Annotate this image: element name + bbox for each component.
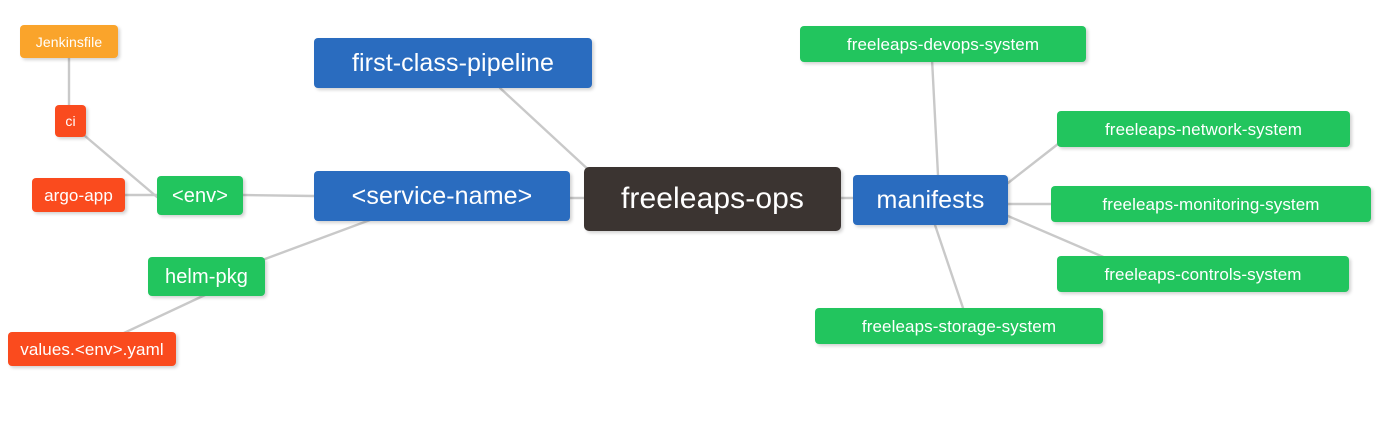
edge-env-servicename xyxy=(241,193,316,198)
node-label-manifests: manifests xyxy=(876,185,985,214)
node-values-yaml[interactable]: values.<env>.yaml xyxy=(8,332,176,366)
node-root-freeleaps-ops[interactable]: freeleaps-ops xyxy=(584,167,841,231)
node-label-root: freeleaps-ops xyxy=(620,182,805,215)
node-label-ci: ci xyxy=(65,113,76,129)
node-freeleaps-network-system[interactable]: freeleaps-network-system xyxy=(1057,111,1350,147)
edge-manifests-networksystem xyxy=(1006,142,1060,185)
edge-manifests-controlssystem xyxy=(1006,214,1110,261)
node-label-jenkinsfile: Jenkinsfile xyxy=(35,33,103,50)
node-helm-pkg[interactable]: helm-pkg xyxy=(148,257,265,296)
edge-firstclasspipeline-root xyxy=(498,86,594,175)
node-label-first-class-pipeline: first-class-pipeline xyxy=(351,48,555,77)
edge-manifests-devopssystem xyxy=(930,57,940,177)
node-label-monitoring-system: freeleaps-monitoring-system xyxy=(1102,194,1320,214)
node-label-devops-system: freeleaps-devops-system xyxy=(846,34,1040,54)
node-label-argo-app: argo-app xyxy=(44,185,113,205)
node-label-service-name: <service-name> xyxy=(351,181,533,210)
node-label-values-yaml: values.<env>.yaml xyxy=(20,339,164,359)
node-env[interactable]: <env> xyxy=(157,176,243,215)
node-jenkinsfile[interactable]: Jenkinsfile xyxy=(20,25,118,58)
node-label-controls-system: freeleaps-controls-system xyxy=(1104,264,1302,284)
node-label-storage-system: freeleaps-storage-system xyxy=(861,316,1057,336)
edge-helmpkg-servicename xyxy=(263,218,372,261)
node-freeleaps-storage-system[interactable]: freeleaps-storage-system xyxy=(815,308,1103,344)
node-freeleaps-controls-system[interactable]: freeleaps-controls-system xyxy=(1057,256,1349,292)
node-freeleaps-monitoring-system[interactable]: freeleaps-monitoring-system xyxy=(1051,186,1371,222)
node-freeleaps-devops-system[interactable]: freeleaps-devops-system xyxy=(800,26,1086,62)
edge-manifests-storagesystem xyxy=(932,220,965,310)
edge-valuesyaml-helmpkg xyxy=(122,293,207,335)
node-service-name[interactable]: <service-name> xyxy=(314,171,570,221)
node-first-class-pipeline[interactable]: first-class-pipeline xyxy=(314,38,592,88)
node-argo-app[interactable]: argo-app xyxy=(32,178,125,212)
node-label-env: <env> xyxy=(171,184,229,207)
node-label-network-system: freeleaps-network-system xyxy=(1104,119,1303,139)
node-label-helm-pkg: helm-pkg xyxy=(164,265,249,288)
node-manifests[interactable]: manifests xyxy=(853,175,1008,225)
node-ci[interactable]: ci xyxy=(55,105,86,137)
